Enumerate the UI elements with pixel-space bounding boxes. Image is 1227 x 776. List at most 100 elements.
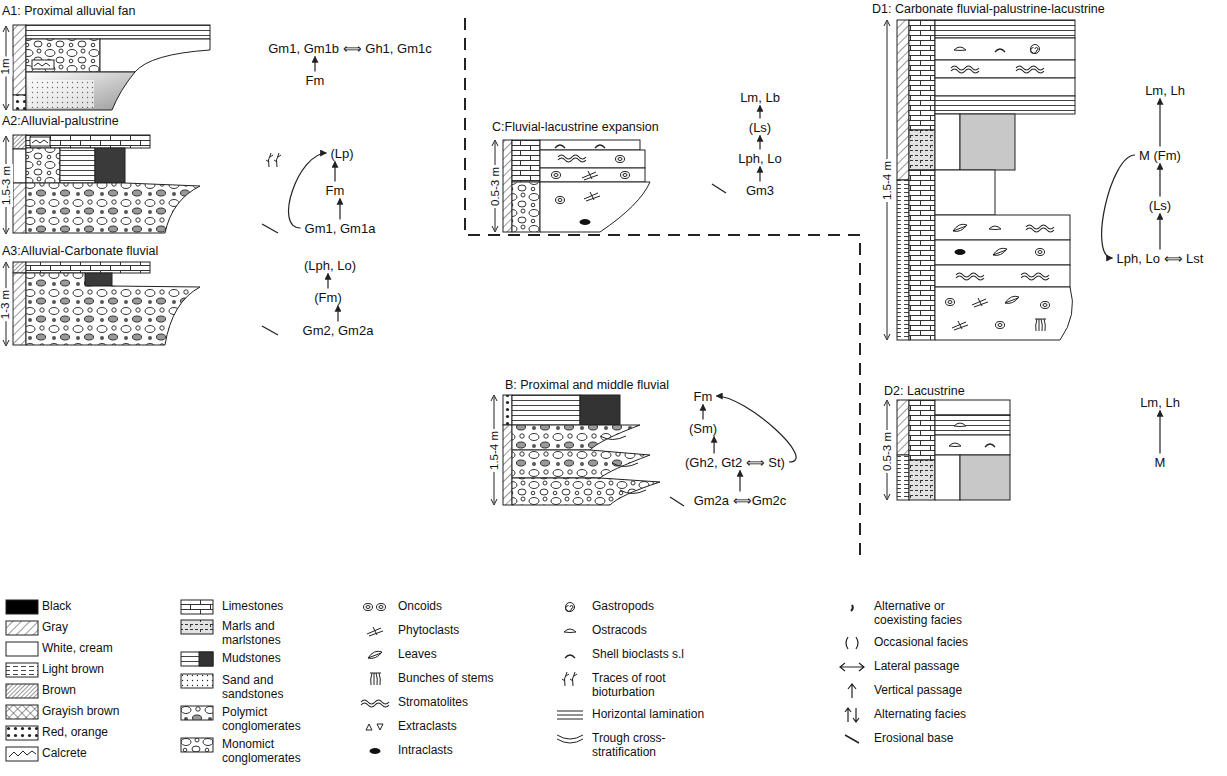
- scale-label: 1.5-4 m: [488, 429, 501, 472]
- legend-swatch: [5, 704, 39, 720]
- facies-passage-arrow: [1159, 214, 1160, 250]
- facies-code: Fm: [692, 389, 715, 404]
- facies-passage-arrow: [289, 153, 327, 228]
- log-a1: [3, 25, 210, 110]
- legend-swatch: [553, 599, 587, 615]
- legend-swatch: [180, 705, 214, 721]
- legend-text: Brown: [42, 683, 162, 697]
- legend-swatch: [835, 707, 869, 723]
- facies-text: (Sm): [689, 421, 717, 436]
- facies-code: Gm3: [744, 183, 776, 198]
- legend-text: Bunches of stems: [398, 671, 528, 685]
- facies-code: (Ls): [1147, 198, 1173, 213]
- legend-swatch: [180, 651, 214, 667]
- legend-swatch: [5, 599, 39, 615]
- legend-text: Black: [42, 599, 162, 613]
- legend-swatch: [180, 673, 214, 689]
- facies-text: (Ls): [1149, 198, 1171, 213]
- panel-title: A1: Proximal alluvial fan: [2, 4, 135, 19]
- legend-text: Grayish brown: [42, 704, 162, 718]
- legend-text: Limestones: [222, 599, 322, 613]
- panel-title: A3:Alluvial-Carbonate fluvial: [2, 244, 158, 259]
- legend-swatch: [358, 743, 392, 759]
- facies-code: Fm: [324, 183, 347, 198]
- legend-swatch: [835, 659, 869, 675]
- facies-code: M (Fm): [1137, 148, 1183, 163]
- facies-code: Lph, Lo ⟺ Lst: [1115, 251, 1206, 266]
- log-d2: [884, 400, 1010, 500]
- facies-text: (Fm): [314, 290, 341, 305]
- facies-passage-arrow: [334, 162, 335, 182]
- facies-text: M (Fm): [1139, 148, 1181, 163]
- facies-passage-arrow: [739, 471, 740, 492]
- facies-code: M: [1153, 455, 1168, 470]
- legend-swatch: [358, 695, 392, 711]
- facies-passage-arrow: [339, 199, 340, 220]
- facies-text: Fm: [694, 389, 713, 404]
- facies-code: (Gh2, Gt2 ⟺ St): [683, 455, 787, 470]
- legend-swatch: [5, 662, 39, 678]
- facies-passage-arrow: [759, 106, 760, 119]
- legend-text: Gastropods: [592, 599, 717, 613]
- legend-text: Traces of root bioturbation: [592, 671, 717, 699]
- facies-text: Fm: [306, 73, 325, 88]
- dashed-boundary: [465, 18, 860, 560]
- facies-text: (Lph, Lo): [304, 258, 356, 273]
- facies-code: Lph, Lo: [736, 151, 783, 166]
- log-b: [491, 395, 684, 506]
- facies-passage-arrow: [327, 274, 328, 289]
- legend-text: Trough cross-stratification: [592, 731, 717, 759]
- log-d1: [884, 20, 1075, 340]
- legend-swatch: [5, 641, 39, 657]
- legend-color: [6, 600, 38, 614]
- legend-swatch: [180, 599, 214, 615]
- facies-passage-arrow: [759, 167, 760, 182]
- legend-text: Occasional facies: [874, 635, 984, 649]
- scale-label: 0.5-3 m: [881, 430, 894, 473]
- legend-text: Ostracods: [592, 623, 717, 637]
- facies-code: Gm2, Gm2a: [301, 323, 376, 338]
- facies-text: Gm1, Gm1b ⟺ Gh1, Gm1c: [268, 41, 432, 56]
- legend-swatch: [5, 746, 39, 762]
- facies-passage-arrow: [1159, 411, 1160, 454]
- scale-label: 1-3 m: [0, 287, 13, 320]
- facies-passage-arrow: [759, 136, 760, 150]
- legend-text: Lateral passage: [874, 659, 984, 673]
- legend-text: Leaves: [398, 647, 528, 661]
- panel-title: B: Proximal and middle fluvial: [505, 378, 669, 393]
- facies-code: Gm1, Gm1b ⟺ Gh1, Gm1c: [266, 41, 434, 56]
- facies-text: Gm1, Gm1a: [305, 221, 376, 236]
- facies-code: (Fm): [312, 290, 343, 305]
- legend-text: Alternating facies: [874, 707, 984, 721]
- legend-swatch: [180, 619, 214, 635]
- facies-text: (Gh2, Gt2 ⟺ St): [685, 455, 785, 470]
- facies-passage-arrow: [713, 437, 714, 454]
- legend-text: Marls and marlstones: [222, 619, 322, 647]
- legend-text: Mudstones: [222, 651, 322, 665]
- panel-title: D1: Carbonate fluvial-palustrine-lacustr…: [872, 2, 1105, 17]
- legend-swatch: [553, 647, 587, 663]
- facies-passage-arrow: [337, 306, 338, 322]
- log-a3: [3, 262, 278, 346]
- facies-code: (Sm): [687, 421, 719, 436]
- facies-code: Gm2a ⟺Gm2c: [692, 493, 789, 508]
- facies-text: Lph, Lo ⟺ Lst: [1117, 251, 1204, 266]
- facies-passage-arrow: [1159, 99, 1160, 147]
- legend-swatch: [553, 623, 587, 639]
- facies-text: M: [1155, 455, 1166, 470]
- log-a2: [3, 135, 281, 234]
- legend-swatch: [5, 725, 39, 741]
- scale-label: 1.5-4 m: [881, 159, 894, 202]
- legend-text: Sand and sandstones: [222, 673, 322, 701]
- legend-text: Monomict conglomerates: [222, 737, 322, 765]
- scale-label: 0.5-3 m: [489, 165, 502, 208]
- legend-text: White, cream: [42, 641, 162, 655]
- facies-text: Lph, Lo: [738, 151, 781, 166]
- legend-swatch: [835, 683, 869, 699]
- legend-text: Phytoclasts: [398, 623, 528, 637]
- scale-label: 1.5-3 m: [0, 164, 13, 207]
- facies-passage-arrow: [1102, 155, 1135, 258]
- legend-text: Polymict conglomerates: [222, 705, 322, 733]
- legend-text: Stromatolites: [398, 695, 528, 709]
